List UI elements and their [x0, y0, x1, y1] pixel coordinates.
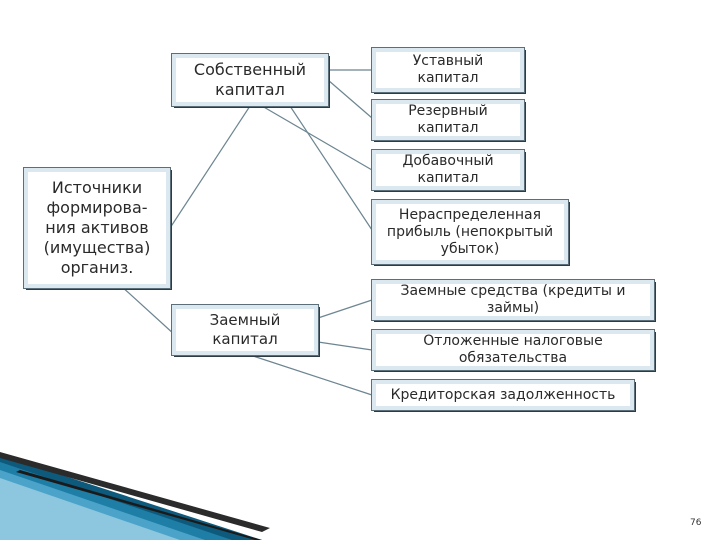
- borrowed-item-otlozhennye: Отложенные налоговые обязательства: [371, 329, 655, 371]
- connector-root-own: [169, 105, 251, 229]
- connector-root-borrowed: [119, 284, 176, 336]
- connector-own-neraspred: [289, 105, 373, 231]
- connector-own-dobavochny: [261, 105, 373, 171]
- own-item-ustavny: Уставный капитал: [371, 47, 525, 93]
- connector-borrowed-kredit: [249, 354, 373, 396]
- own-item-dobavochny: Добавочный капитал: [371, 149, 525, 191]
- connector-borrowed-zaemnye: [317, 299, 373, 319]
- sources-root-box: Источники формирова- ния активов (имущес…: [23, 167, 171, 289]
- own-item-rezervny: Резервный капитал: [371, 99, 525, 141]
- decorative-swoosh: [0, 452, 270, 540]
- connector-borrowed-otlozh: [317, 341, 373, 351]
- own-capital-box: Собственный капитал: [171, 53, 329, 107]
- borrowed-capital-box: Заемный капитал: [171, 304, 319, 356]
- borrowed-item-zaemnye-sredstva: Заемные средства (кредиты и займы): [371, 279, 655, 321]
- connector-lines: [119, 69, 373, 396]
- own-item-neraspredelennaya: Нераспределенная прибыль (непокрытый убы…: [371, 199, 569, 265]
- borrowed-item-kreditorskaya: Кредиторская задолженность: [371, 379, 635, 411]
- connector-own-rezervny: [327, 79, 373, 119]
- page-number: 76: [690, 518, 702, 528]
